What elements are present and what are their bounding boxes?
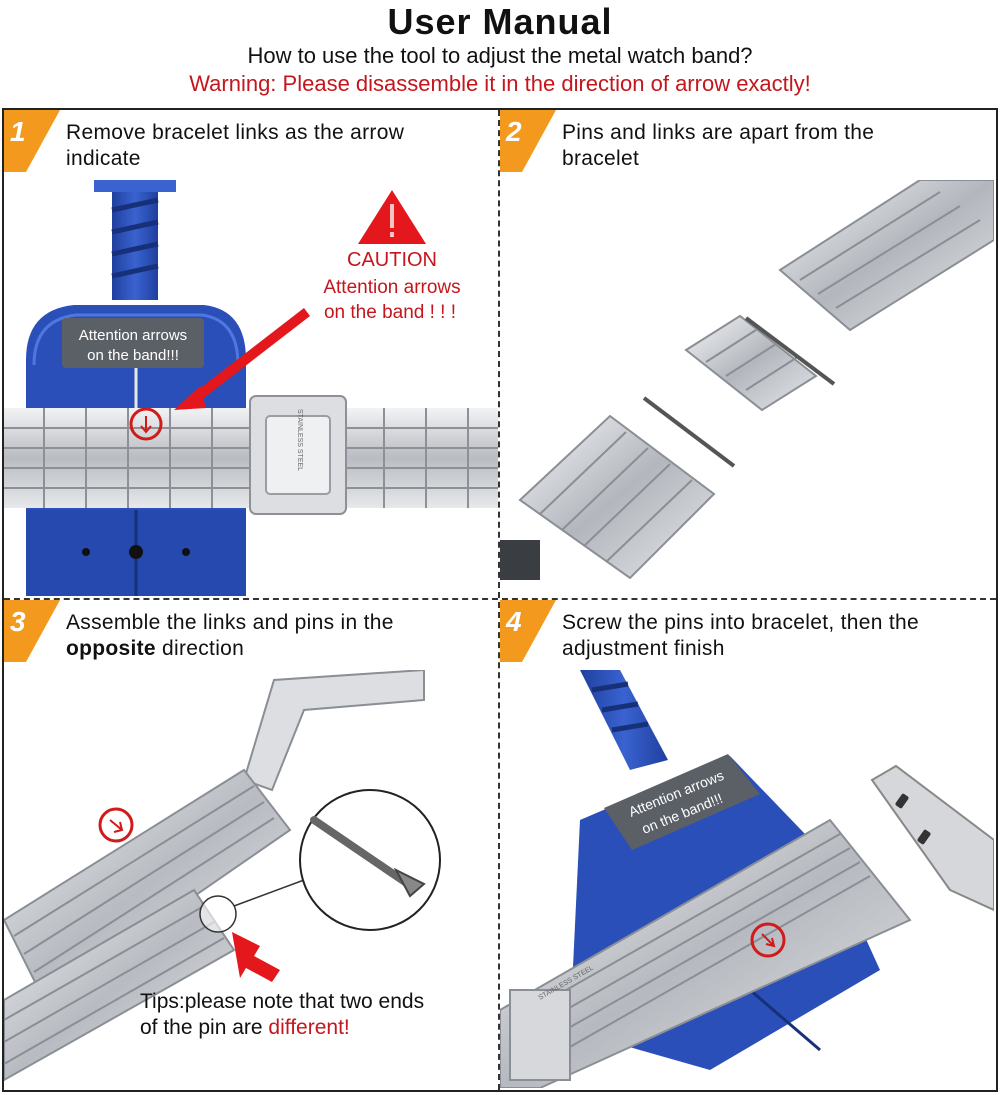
step-2-panel: 2 Pins and links are apart from the brac… <box>500 110 994 598</box>
direction-arrow-icon <box>109 819 124 833</box>
step-3-panel: 3 Assemble the links and pins in the opp… <box>4 600 498 1090</box>
step-4-badge: 4 <box>500 600 556 662</box>
step-2-instruction: Pins and links are apart from the bracel… <box>562 120 874 172</box>
warning-text: Warning: Please disassemble it in the di… <box>189 71 811 96</box>
arrow-highlight-circle <box>750 922 786 958</box>
step-3-badge: 3 <box>4 600 60 662</box>
pin-zoom-icon <box>299 789 441 931</box>
vertical-divider <box>498 110 500 1090</box>
tool-label-1: Attention arrows <box>79 327 187 344</box>
step-2-photo <box>500 180 994 596</box>
instruction-frame <box>2 108 998 1092</box>
clasp-engraving: STAINLESS STEEL <box>296 409 303 471</box>
tips-line-2: of the pin are different! <box>140 1016 350 1039</box>
pin-end-small-circle <box>199 895 237 933</box>
step-2-number: 2 <box>506 116 522 147</box>
tool-label-2: on the band!!! <box>87 347 179 364</box>
metal-bracelet-icon <box>500 818 912 1088</box>
step-1-line-2: indicate <box>66 147 141 170</box>
step-1-photo: Attention arrows on the band!!! STAINLES… <box>4 180 498 596</box>
caution-line-2: on the band ! ! ! <box>324 302 456 323</box>
arrow-highlight-circle <box>98 807 134 843</box>
caution-title: CAUTION <box>347 249 437 271</box>
caution-line-1: Attention arrows <box>323 277 460 298</box>
bracelet-segment-bottom-icon <box>500 414 716 580</box>
direction-arrow-icon <box>761 933 776 948</box>
pointer-arrow-icon <box>174 308 310 410</box>
step-3-bold-word: opposite <box>66 637 156 660</box>
caution-triangle-icon <box>358 190 426 244</box>
step-4-number: 4 <box>506 606 522 637</box>
step-4-instruction: Screw the pins into bracelet, then the a… <box>562 610 919 662</box>
step-2-line-1: Pins and links are apart from the <box>562 121 875 144</box>
step-4-photo: Attention arrows on the band!!! STAINLES… <box>500 670 994 1088</box>
red-arrow-icon <box>232 932 280 982</box>
step-1-instruction: Remove bracelet links as the arrow indic… <box>66 120 404 172</box>
manual-header: User Manual How to use the tool to adjus… <box>0 0 1000 108</box>
step-1-line-1: Remove bracelet links as the arrow <box>66 121 405 144</box>
step-4-panel: 4 Screw the pins into bracelet, then the… <box>500 600 994 1090</box>
watch-connector-icon <box>870 764 994 912</box>
clasp-icon <box>242 670 425 792</box>
horizontal-divider <box>4 598 996 600</box>
step-3-line-1: Assemble the links and pins in the <box>66 611 394 634</box>
pin-bottom-icon <box>642 396 736 468</box>
tool-screw-icon <box>580 670 668 770</box>
removed-link-icon <box>684 314 818 412</box>
step-3-photo: Tips:please note that two ends of the pi… <box>4 670 498 1088</box>
page-subtitle: How to use the tool to adjust the metal … <box>247 43 753 68</box>
step-3-line-2-rest: direction <box>155 637 245 660</box>
step-3-number: 3 <box>10 606 26 637</box>
page-title: User Manual <box>387 1 613 42</box>
arrow-highlight-circle <box>129 407 163 441</box>
step-4-line-1: Screw the pins into bracelet, then the <box>562 611 919 634</box>
metal-bracelet-icon <box>4 395 498 515</box>
tool-screw-icon <box>94 180 176 300</box>
down-arrow-icon <box>140 416 152 434</box>
tips-line-1: Tips:please note that two ends <box>140 990 424 1013</box>
step-3-line-2: opposite direction <box>66 636 394 662</box>
bracelet-segment-top-icon <box>778 180 994 332</box>
step-2-line-2: bracelet <box>562 147 640 170</box>
bracelet-assembly-icon <box>4 768 292 1082</box>
step-1-panel: 1 Remove bracelet links as the arrow ind… <box>4 110 498 598</box>
step-3-instruction: Assemble the links and pins in the oppos… <box>66 610 394 662</box>
step-1-badge: 1 <box>4 110 60 172</box>
step-1-number: 1 <box>10 116 26 147</box>
step-2-badge: 2 <box>500 110 556 172</box>
step-4-line-2: adjustment finish <box>562 637 725 660</box>
pin-top-icon <box>744 316 836 386</box>
